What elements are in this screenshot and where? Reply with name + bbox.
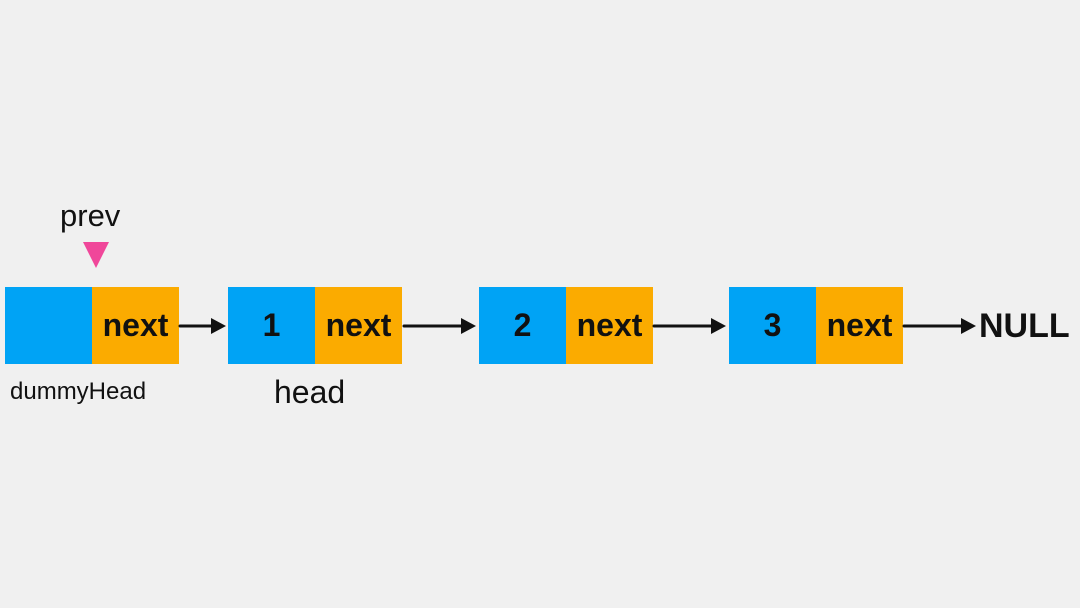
arrow-3-to-null-icon [902,318,976,334]
arrow-1-to-2-icon [402,318,476,334]
node-dummy-head: next [5,287,179,364]
dummy-head-caption: dummyHead [10,378,147,405]
prev-pointer-triangle-icon [83,242,109,268]
node-next-cell: next [816,287,903,364]
node-value-cell: 1 [228,287,315,364]
node-1: 1 next [228,287,402,364]
node-2: 2 next [479,287,653,364]
head-caption: head [274,374,346,410]
prev-pointer-label: prev [60,198,121,233]
node-next-cell: next [566,287,653,364]
node-value-cell: 2 [479,287,566,364]
node-3: 3 next [729,287,903,364]
arrow-dummy-to-1-icon [178,318,226,334]
node-value-cell [5,287,92,364]
arrow-2-to-3-icon [652,318,726,334]
null-terminal-label: NULL [979,307,1070,345]
node-next-cell: next [92,287,179,364]
node-next-cell: next [315,287,402,364]
node-value-cell: 3 [729,287,816,364]
